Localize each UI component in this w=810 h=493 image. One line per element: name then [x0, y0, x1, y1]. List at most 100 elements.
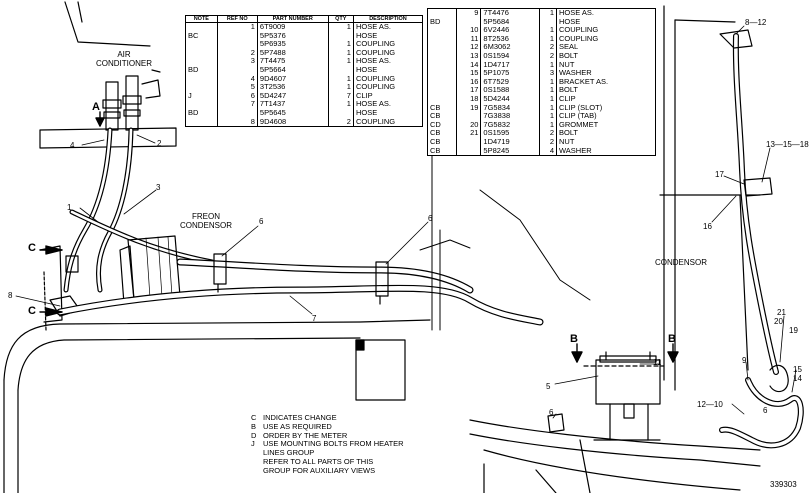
- ref-cell: 9: [455, 8, 481, 18]
- part-number-cell: 1D4717: [480, 60, 540, 70]
- label-condensor: CONDENSOR: [655, 258, 708, 267]
- part-number-cell: 1D4719: [480, 137, 540, 147]
- note-cell: BC: [188, 30, 199, 40]
- ref-cell: [455, 112, 481, 121]
- ref-cell: [216, 108, 258, 118]
- parts-table-left: NOTE REF NO PART NUMBER QTY DESCRIPTION …: [185, 15, 423, 128]
- description-cell: COUPLING: [352, 40, 423, 49]
- hose-loop-right: [719, 377, 804, 449]
- qty-cell: 2: [327, 117, 354, 127]
- note-cell: [186, 118, 218, 127]
- clip-17: [743, 177, 773, 197]
- qty-cell: 1: [327, 40, 354, 49]
- qty-cell: 2: [539, 43, 557, 52]
- leader-lines: [15, 25, 797, 419]
- qty-cell: 1: [327, 57, 354, 66]
- description-cell: HOSE AS.: [352, 100, 423, 109]
- ref-cell: [455, 17, 481, 27]
- description-cell: COUPLING: [352, 117, 423, 127]
- description-cell: BOLT: [555, 129, 656, 138]
- part-number-cell: 9D4608: [256, 117, 329, 127]
- header-note: NOTE: [185, 15, 218, 23]
- qty-cell: 1: [539, 26, 557, 35]
- part-number-cell: 6T7529: [480, 77, 540, 87]
- note-key: C: [251, 413, 257, 422]
- callout-3: 3: [156, 183, 161, 192]
- note-cell: [428, 69, 457, 78]
- header-ref: REF NO: [216, 15, 258, 23]
- ref-cell: 11: [455, 34, 481, 44]
- qty-cell: 1: [327, 83, 354, 92]
- clip-6-b: [375, 261, 389, 305]
- ref-cell: 14: [455, 60, 481, 70]
- qty-cell: 3: [539, 69, 557, 78]
- callout-9: 9: [742, 356, 747, 365]
- description-cell: GROMMET: [555, 120, 656, 130]
- part-number-cell: 7T4476: [480, 8, 540, 18]
- description-cell: BRACKET AS.: [555, 77, 656, 87]
- description-cell: HOSE: [352, 65, 423, 75]
- description-cell: NUT: [555, 137, 656, 147]
- ref-cell: [455, 146, 481, 156]
- part-number-cell: 5D4247: [256, 91, 329, 101]
- qty-cell: [327, 108, 354, 118]
- part-number-cell: 5P5376: [256, 31, 329, 41]
- callout-1: 1: [67, 203, 72, 212]
- note-cell: [428, 52, 457, 61]
- note-key: [251, 458, 263, 467]
- part-number-cell: 0S1594: [480, 51, 540, 61]
- ref-cell: 2: [216, 48, 258, 58]
- callout-21: 21: [777, 308, 786, 317]
- ref-cell: 15: [455, 69, 481, 78]
- receiver-dryer: [583, 351, 665, 441]
- part-number-cell: 9D4607: [256, 74, 329, 84]
- ref-cell: 1: [216, 22, 258, 32]
- note-text: INDICATES CHANGE: [263, 413, 337, 422]
- ref-cell: 21: [455, 129, 481, 138]
- callout-17: 17: [715, 170, 724, 179]
- note-row: GROUP FOR AUXILIARY VIEWS: [251, 466, 404, 476]
- ref-cell: 8: [216, 117, 258, 127]
- part-number-cell: 5P6935: [256, 40, 329, 49]
- note-cell: [428, 78, 457, 87]
- note-key: [251, 467, 263, 476]
- note-key: D: [251, 430, 257, 440]
- note-key: [251, 449, 263, 458]
- callout-8-12: 8—12: [745, 18, 767, 27]
- note-cell: [428, 26, 457, 35]
- ref-cell: [455, 137, 481, 147]
- note-cell: BD: [188, 107, 199, 117]
- condensor-panel: [659, 5, 761, 391]
- header-description: DESCRIPTION: [352, 15, 423, 23]
- ref-cell: 18: [455, 94, 481, 104]
- description-cell: CLIP (TAB): [555, 112, 656, 121]
- ref-cell: [216, 40, 258, 49]
- qty-cell: 1: [327, 100, 354, 109]
- description-cell: WASHER: [555, 146, 656, 156]
- section-label-a: A: [92, 101, 100, 113]
- ref-cell: 10: [455, 26, 481, 35]
- label-air-conditioner: AIR CONDITIONER: [96, 50, 152, 68]
- qty-cell: 1: [539, 103, 557, 113]
- qty-cell: 2: [539, 51, 557, 61]
- note-cell: [186, 40, 218, 49]
- description-cell: BOLT: [555, 51, 656, 61]
- ref-cell: 16: [455, 77, 481, 87]
- qty-cell: 1: [539, 8, 557, 18]
